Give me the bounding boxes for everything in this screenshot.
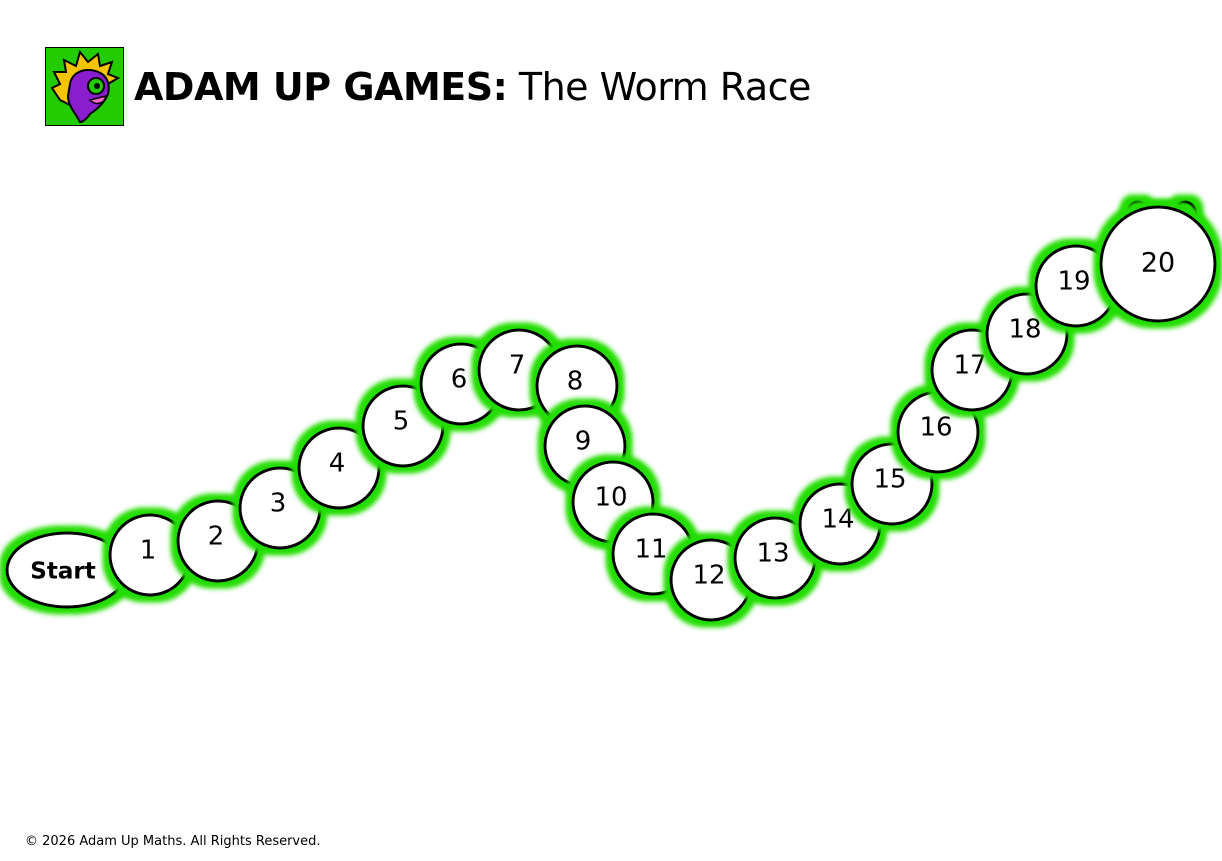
space-12[interactable]: 12 — [669, 538, 753, 622]
page-title: ADAM UP GAMES: The Worm Race — [134, 65, 811, 109]
space-11-label: 11 — [634, 534, 667, 564]
space-17-label: 17 — [953, 350, 986, 380]
space-19[interactable]: 19 — [1034, 244, 1118, 328]
space-1-label: 1 — [140, 535, 157, 565]
space-18-label: 18 — [1008, 314, 1041, 344]
space-3[interactable]: 3 — [238, 466, 322, 550]
space-5[interactable]: 5 — [361, 384, 445, 468]
space-13[interactable]: 13 — [733, 516, 817, 600]
start-space-label: Start — [30, 558, 95, 584]
space-12-label: 12 — [692, 560, 725, 590]
start-space[interactable]: Start — [5, 531, 129, 609]
space-19-label: 19 — [1057, 266, 1090, 296]
space-4-label: 4 — [329, 448, 346, 478]
worm-track: Start12345678910111213141516171819cc20 — [5, 200, 1217, 622]
space-8[interactable]: 8 — [535, 344, 619, 428]
space-1[interactable]: 1 — [108, 513, 192, 597]
finish-space-20[interactable]: 20 — [1099, 205, 1217, 323]
space-2-label: 2 — [208, 521, 225, 551]
header: ADAM UP GAMES: The Worm Race — [45, 47, 811, 126]
game-title: The Worm Race — [518, 64, 812, 109]
space-14-label: 14 — [821, 504, 854, 534]
brand-name: ADAM UP GAMES: — [134, 64, 508, 109]
space-5-label: 5 — [393, 406, 410, 436]
space-15-label: 15 — [873, 464, 906, 494]
space-3-label: 3 — [270, 488, 287, 518]
space-4[interactable]: 4 — [297, 426, 381, 510]
finish-space-20-label: 20 — [1141, 248, 1175, 279]
space-9-label: 9 — [575, 426, 592, 456]
adam-up-mascot-icon — [45, 47, 124, 126]
space-16-label: 16 — [919, 412, 952, 442]
space-7-label: 7 — [509, 350, 526, 380]
space-8-label: 8 — [567, 366, 584, 396]
space-13-label: 13 — [756, 538, 789, 568]
copyright-footer: © 2026 Adam Up Maths. All Rights Reserve… — [25, 834, 321, 849]
space-6-label: 6 — [451, 364, 468, 394]
space-10-label: 10 — [594, 482, 627, 512]
